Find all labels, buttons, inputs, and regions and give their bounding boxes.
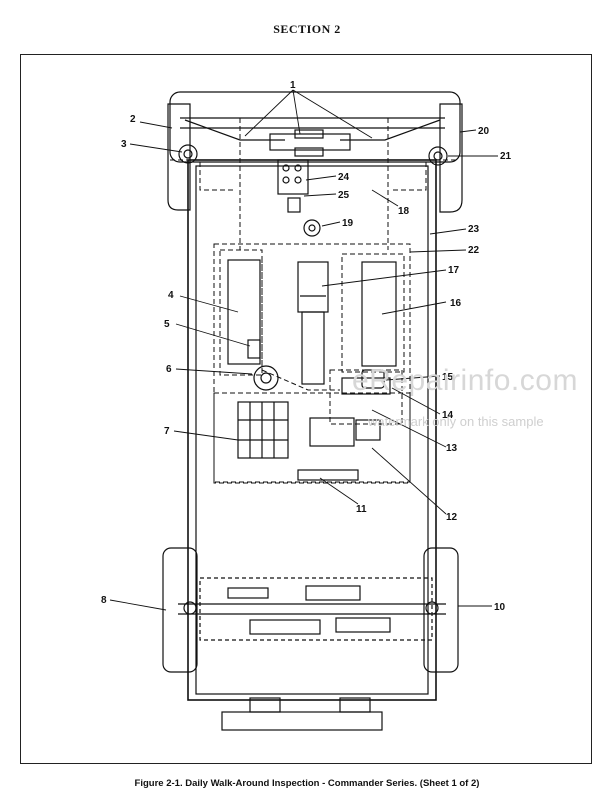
callout-11: 11: [356, 504, 367, 515]
chassis-inner: [195, 165, 429, 695]
callout-6: 6: [166, 364, 172, 375]
control-valve-bank: [237, 401, 289, 459]
steering-linkage-right: [340, 119, 441, 141]
figure-frame: [20, 54, 592, 764]
callout-21: 21: [500, 151, 512, 162]
front-right-hub: [428, 146, 448, 166]
item-15: [361, 369, 385, 389]
rear-axle-housing: [199, 577, 433, 641]
callout-19: 19: [342, 218, 354, 229]
watermark-main: eRepairinfo.com: [352, 364, 578, 397]
platform-outline: [213, 243, 411, 483]
front-right-tire: [439, 103, 463, 213]
front-axle-housing: [169, 91, 461, 163]
callout-25: 25: [338, 190, 350, 201]
pump-6: [253, 365, 279, 391]
callout-2: 2: [130, 114, 136, 125]
callout-22: 22: [468, 245, 480, 256]
callout-8: 8: [101, 595, 107, 606]
section-title: SECTION 2: [273, 22, 341, 36]
callout-15: 15: [442, 372, 454, 383]
item-12: [355, 419, 381, 441]
item-19: [303, 219, 321, 237]
item-11: [297, 469, 359, 481]
callout-23: 23: [468, 224, 480, 235]
valve-5: [247, 339, 261, 359]
callout-14: 14: [442, 410, 454, 421]
front-left-tire: [167, 103, 191, 211]
callout-17: 17: [448, 265, 460, 276]
callout-10: 10: [494, 602, 506, 613]
callout-3: 3: [121, 139, 127, 150]
callout-5: 5: [164, 319, 170, 330]
callout-13: 13: [446, 443, 458, 454]
figure-caption: Figure 2-1. Daily Walk-Around Inspection…: [134, 778, 480, 789]
rear-hitch: [221, 711, 383, 731]
watermark-sub: watermark only on this sample: [368, 414, 544, 429]
callout-1: 1: [290, 80, 296, 91]
callout-20: 20: [478, 126, 490, 137]
steering-cylinder: [269, 133, 351, 151]
item-14: [341, 377, 391, 395]
chassis-outer: [187, 159, 437, 701]
callout-12: 12: [446, 512, 458, 523]
lift-cylinder: [297, 261, 329, 313]
callout-7: 7: [164, 426, 170, 437]
callout-16: 16: [450, 298, 462, 309]
callout-24: 24: [338, 172, 350, 183]
rear-left-tire: [162, 547, 198, 673]
callout-4: 4: [168, 290, 174, 301]
manifold-block: [277, 159, 309, 195]
rear-right-tire: [423, 547, 459, 673]
callout-18: 18: [398, 206, 410, 217]
item-13: [309, 417, 355, 447]
